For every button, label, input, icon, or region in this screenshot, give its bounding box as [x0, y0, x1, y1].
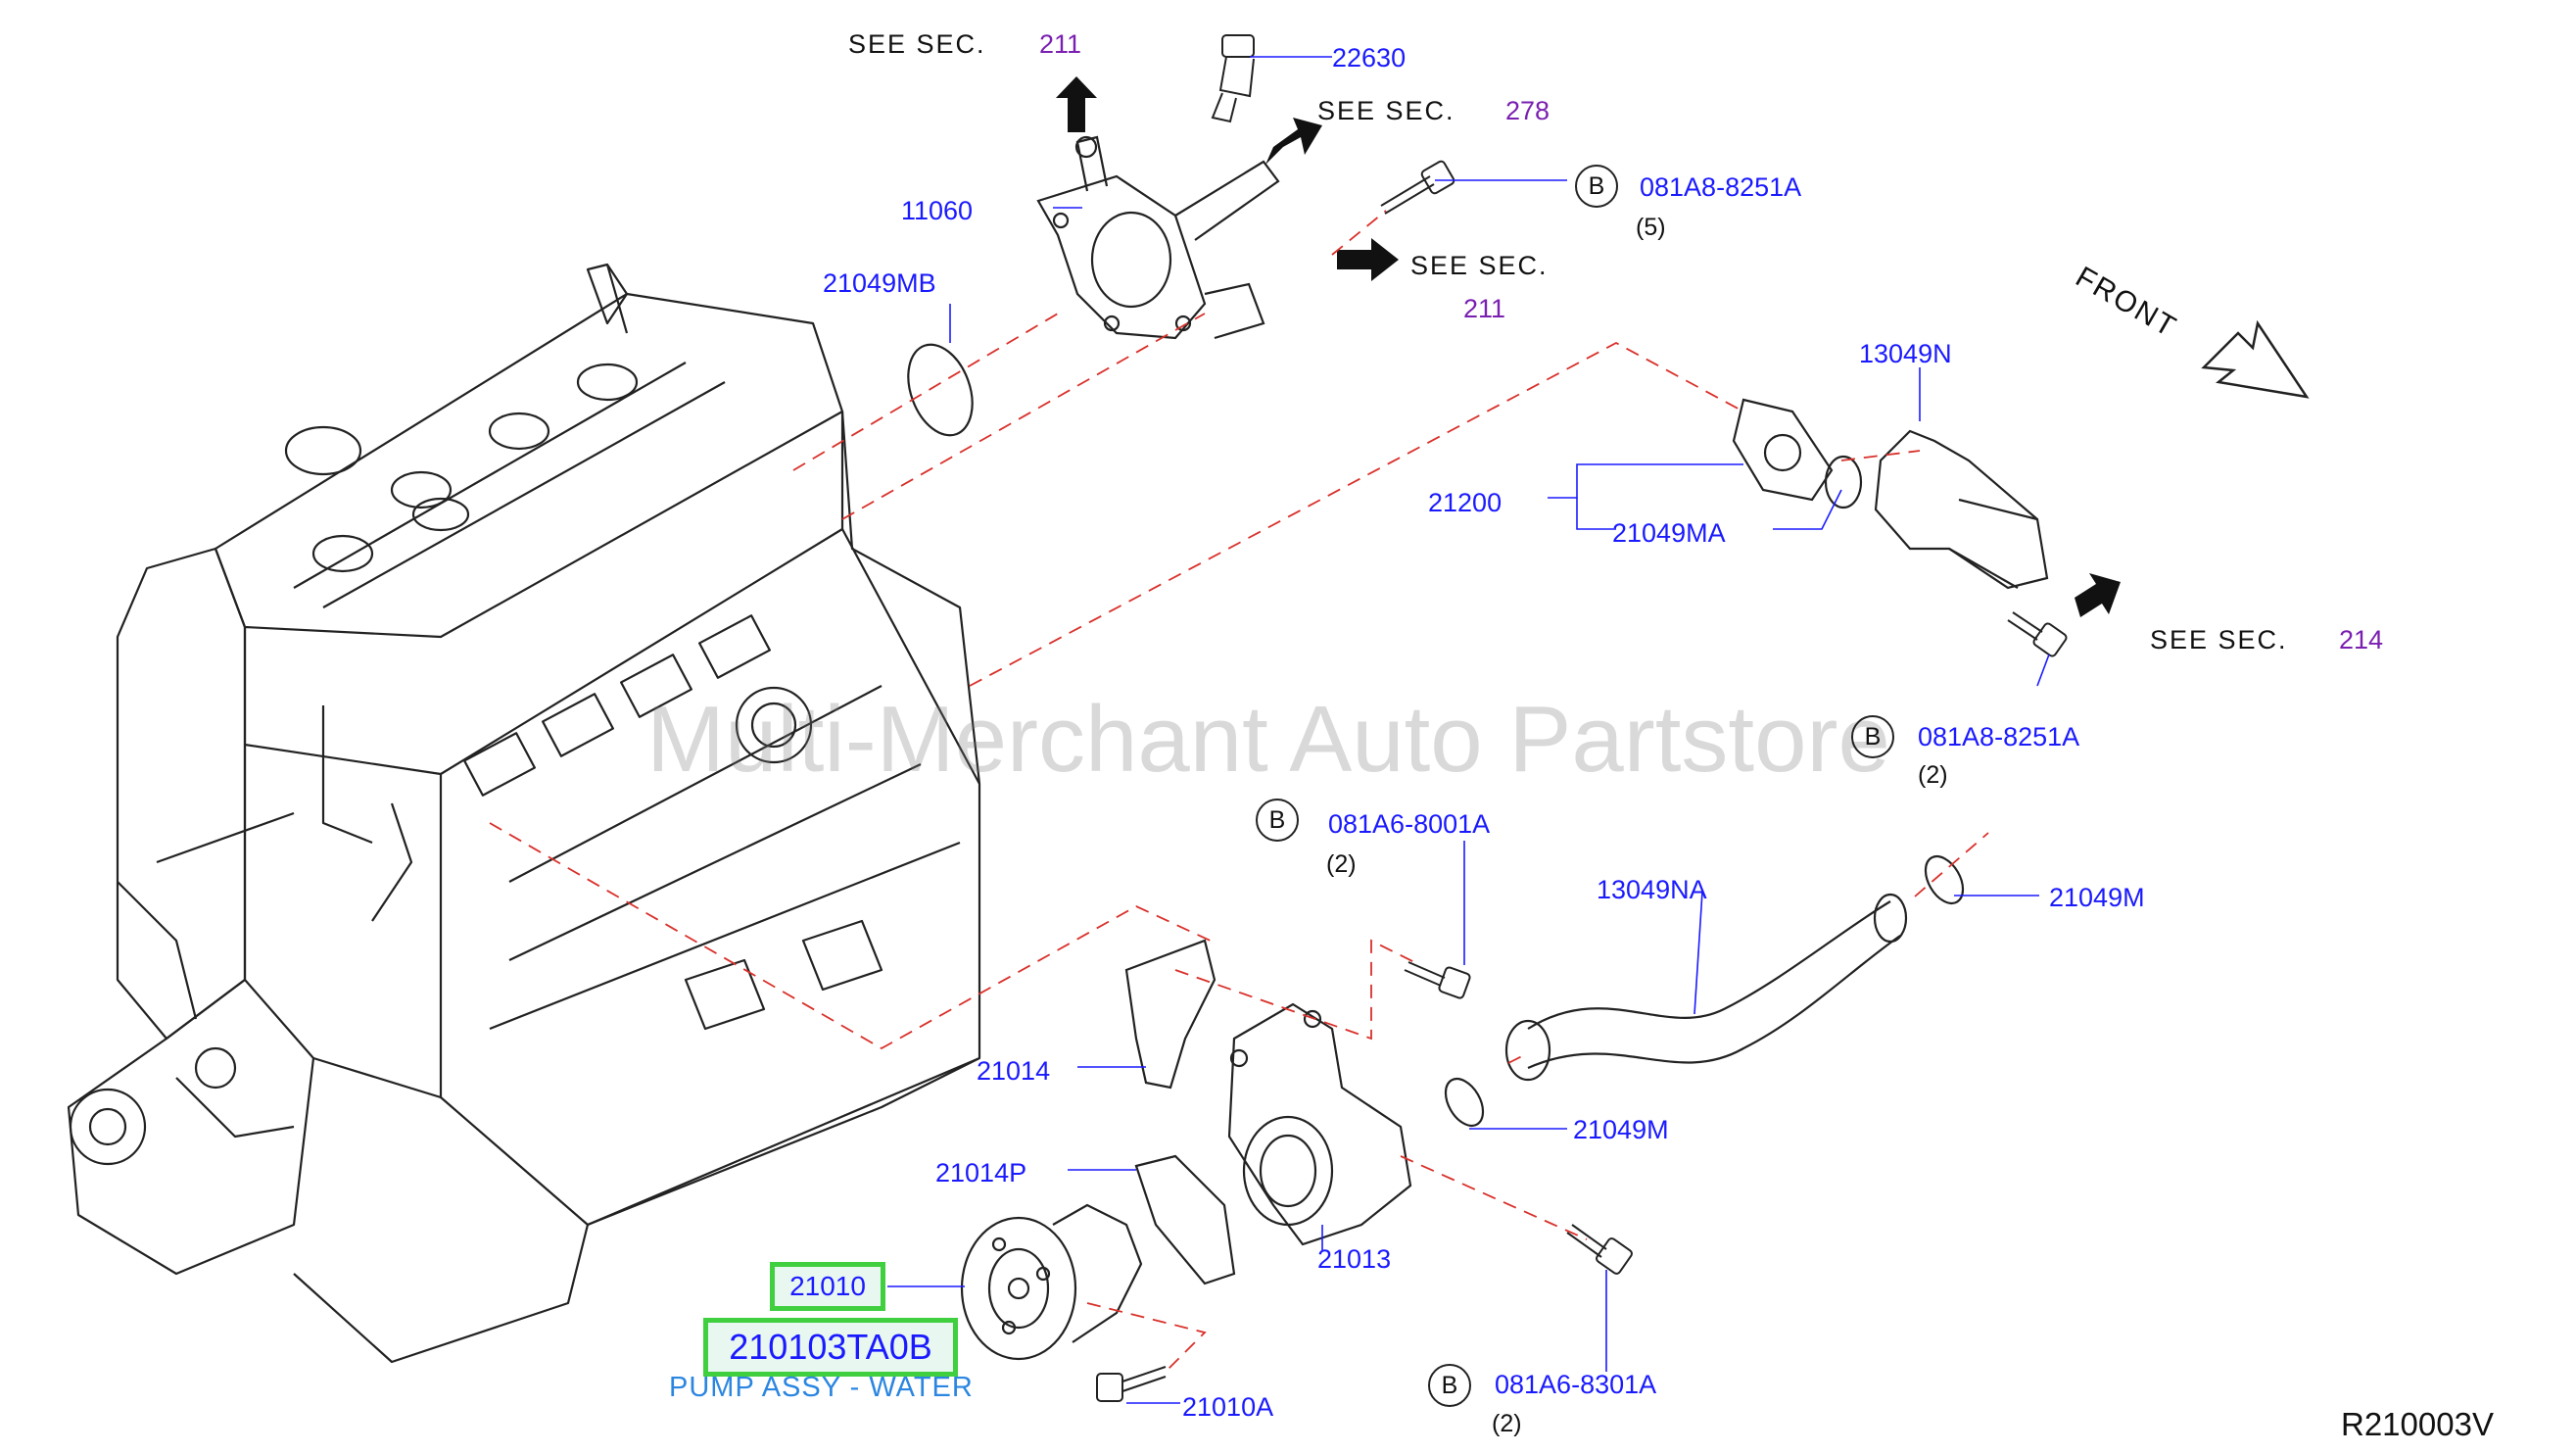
- part-label-21049M[interactable]: 21049M: [1573, 1115, 1669, 1144]
- bolt-quantity: (2): [1492, 1410, 1522, 1437]
- bolt-illustration: [1404, 961, 1471, 999]
- bolt-type-circle: B: [1256, 799, 1299, 842]
- bolt-quantity: (2): [1326, 850, 1357, 878]
- alignment-dashes: [489, 210, 1989, 1373]
- arrow-upright-icon: [1265, 118, 1322, 165]
- part-label-21014[interactable]: 21014: [977, 1056, 1051, 1086]
- bolt-illustration: [1566, 1224, 1633, 1275]
- part-label-21010A[interactable]: 21010A: [1182, 1392, 1274, 1422]
- see-sec-number[interactable]: 214: [2339, 625, 2384, 654]
- see-sec-label: SEE SEC.: [848, 29, 986, 59]
- arrow-up-icon: [1056, 76, 1097, 132]
- bolt-illustration: [1380, 160, 1455, 215]
- part-label-21014P[interactable]: 21014P: [935, 1158, 1027, 1187]
- part-label-21049M[interactable]: 21049M: [2049, 883, 2145, 912]
- temperature-sensor-illustration: [1211, 34, 1255, 123]
- bolt-part-081A6-8301A[interactable]: 081A6-8301A: [1495, 1370, 1657, 1399]
- bolt-illustration: [2007, 611, 2068, 657]
- bolt-type-circle: B: [1575, 165, 1618, 208]
- bolt-type-circle: B: [1428, 1364, 1471, 1407]
- water-pipe-illustration: [1504, 893, 1908, 1082]
- part-label-21049MB[interactable]: 21049MB: [823, 268, 936, 298]
- bolt-quantity: (5): [1636, 214, 1666, 241]
- part-label-21049MA[interactable]: 21049MA: [1612, 518, 1726, 548]
- see-sec-label: SEE SEC.: [1317, 96, 1455, 125]
- arrow-downright-icon: [2075, 573, 2121, 617]
- see-sec-label: SEE SEC.: [2150, 625, 2288, 654]
- engine-block-illustration: [67, 263, 981, 1364]
- bolt-type-circle: B: [1851, 715, 1894, 758]
- see-sec-label: SEE SEC.: [1410, 251, 1549, 280]
- drawing-code: R210003V: [2341, 1406, 2494, 1442]
- highlight-part-number[interactable]: 21010: [770, 1262, 885, 1311]
- thermostat-housing-illustration: [1036, 135, 1280, 340]
- gasket-ring-illustration: [1444, 1078, 1485, 1127]
- watermark: Multi-Merchant Auto Partstore: [646, 687, 1890, 792]
- bolt-part-081A8-8251A[interactable]: 081A8-8251A: [1918, 722, 2080, 751]
- see-sec-number[interactable]: 211: [1463, 294, 1506, 323]
- arrow-right-icon: [1337, 238, 1399, 281]
- highlight-oem-number[interactable]: 210103TA0B: [703, 1318, 958, 1377]
- part-label-22630[interactable]: 22630: [1332, 43, 1407, 73]
- see-sec-number[interactable]: 278: [1505, 96, 1550, 125]
- part-label-21200[interactable]: 21200: [1428, 488, 1503, 517]
- water-inlet-housing-illustration: [1227, 1002, 1412, 1246]
- front-arrow-icon: [2201, 319, 2310, 399]
- part-label-11060[interactable]: 11060: [901, 196, 974, 225]
- bolt-quantity: (2): [1918, 761, 1948, 789]
- part-description: PUMP ASSY - WATER: [669, 1372, 974, 1403]
- gasket-illustration: [1134, 1154, 1236, 1285]
- bolt-part-081A8-8251A[interactable]: 081A8-8251A: [1640, 172, 1802, 202]
- see-sec-number[interactable]: 211: [1039, 29, 1082, 59]
- leader-lines: [887, 56, 2050, 1404]
- gasket-ring-illustration: [1924, 855, 1965, 904]
- part-label-21013[interactable]: 21013: [1317, 1244, 1392, 1274]
- water-pump-illustration: [960, 1203, 1143, 1361]
- bolt-illustration: [1096, 1366, 1167, 1402]
- gasket-illustration: [1124, 939, 1216, 1090]
- thermostat-illustration: [1732, 398, 2049, 590]
- gasket-ring-illustration: [907, 343, 974, 437]
- part-label-13049N[interactable]: 13049N: [1859, 339, 1952, 368]
- direction-arrows: [1056, 76, 2121, 617]
- part-label-13049NA[interactable]: 13049NA: [1597, 875, 1707, 904]
- bolt-part-081A6-8001A[interactable]: 081A6-8001A: [1328, 809, 1491, 839]
